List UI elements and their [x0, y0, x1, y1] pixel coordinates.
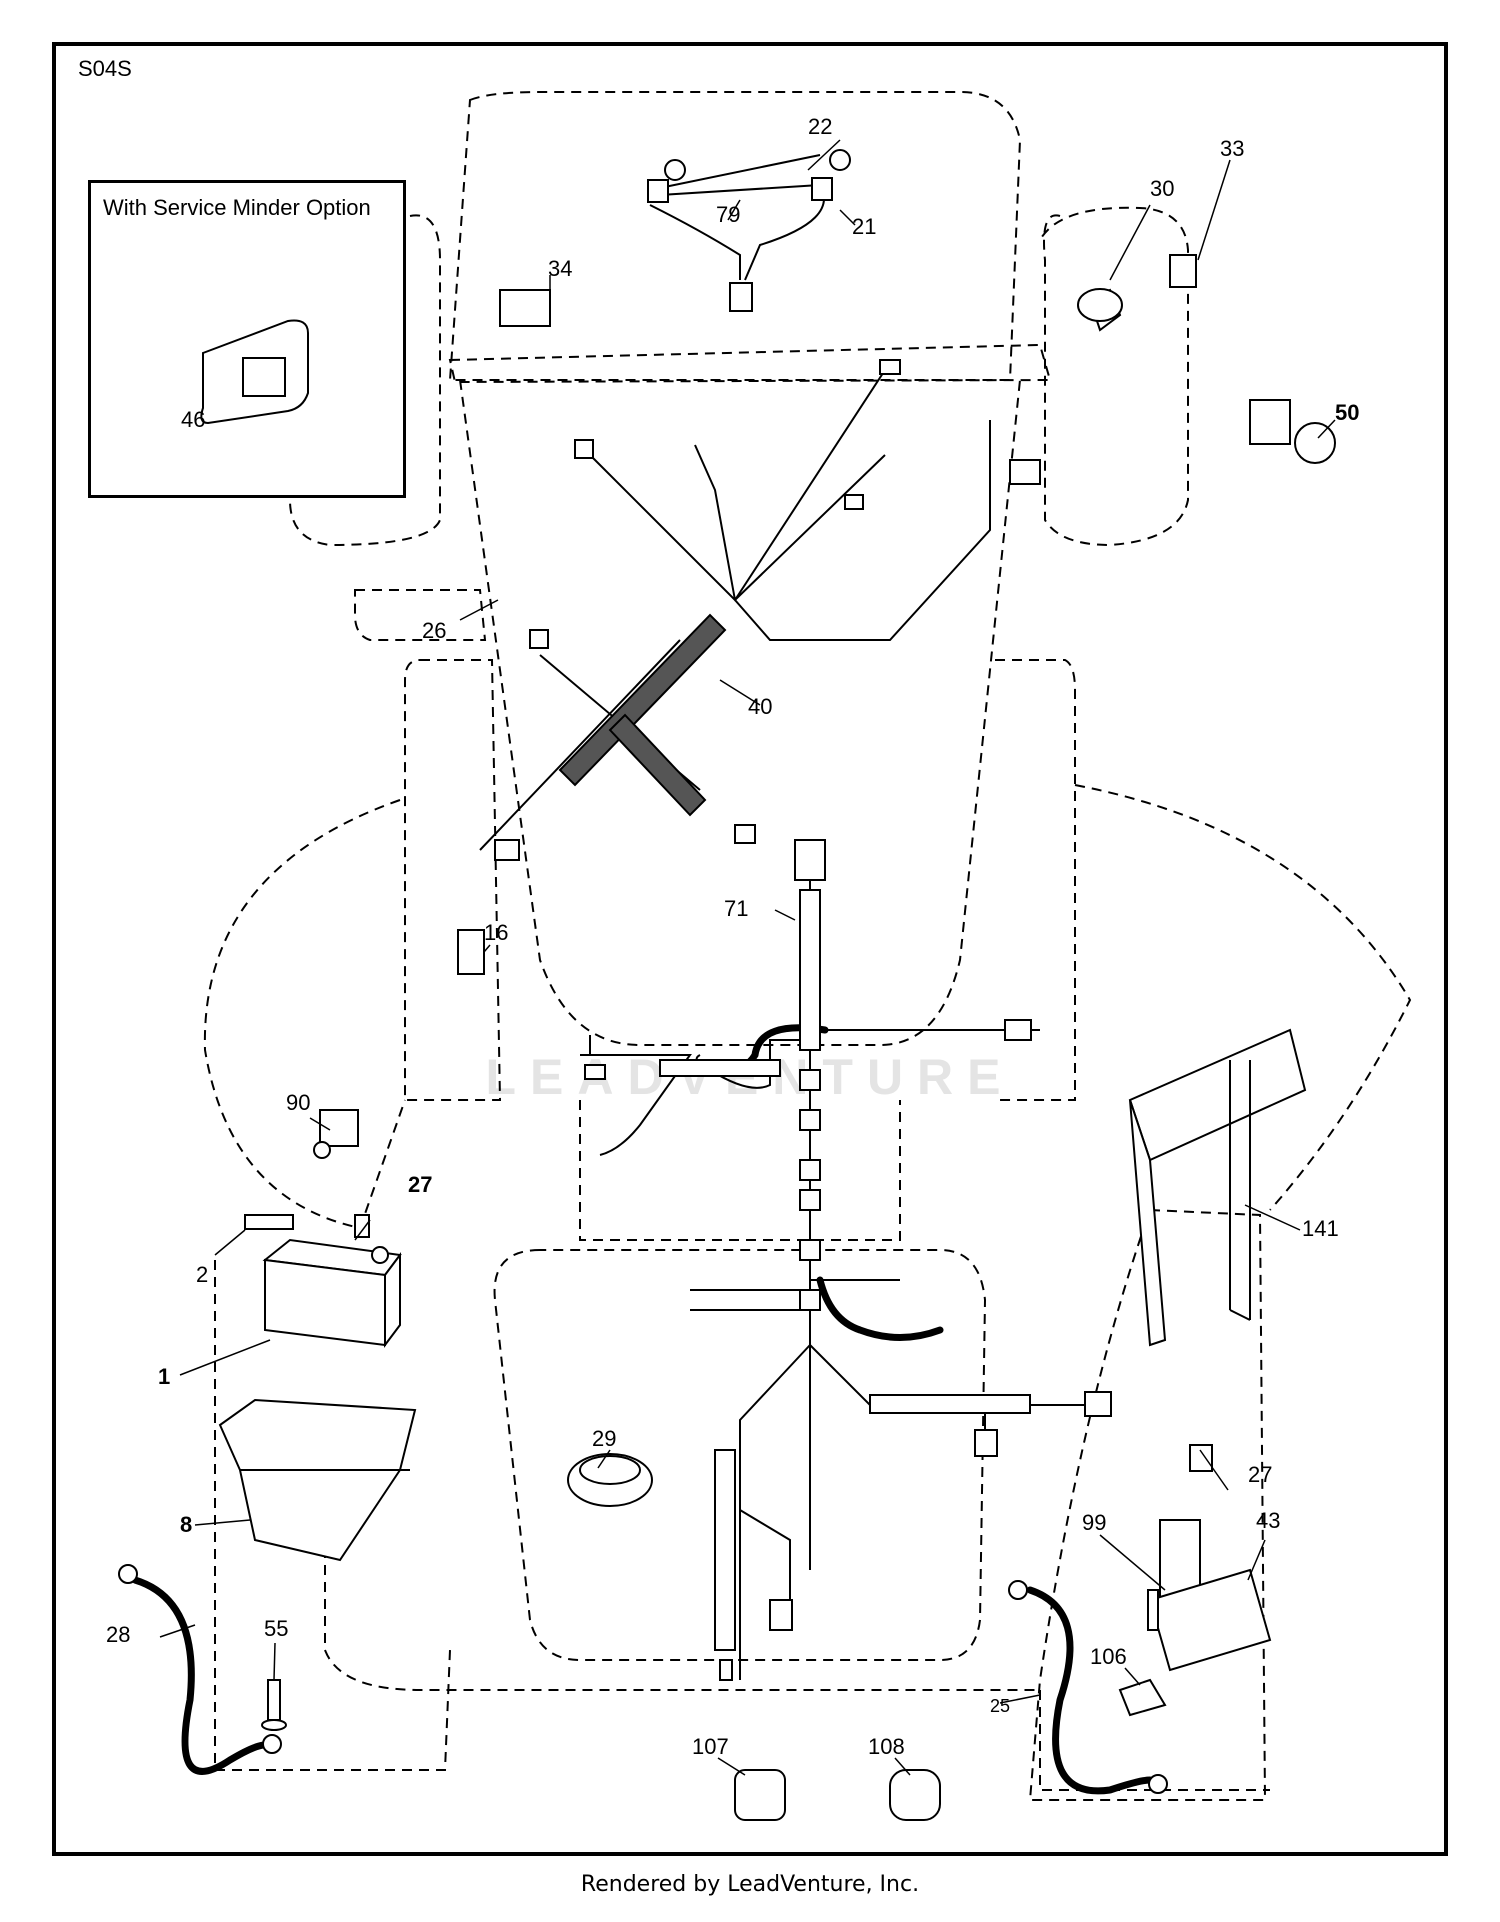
callout-16: 16: [484, 920, 508, 945]
callout-27-battery: 27: [408, 1172, 432, 1197]
callout-25: 25: [990, 1696, 1010, 1716]
callout-108: 108: [868, 1734, 905, 1759]
callout-21: 21: [852, 214, 876, 239]
callout-90: 90: [286, 1090, 310, 1115]
service-minder-icon: 46: [181, 319, 309, 432]
callout-141: 141: [1302, 1216, 1339, 1241]
connectors: [494, 359, 1112, 1681]
callout-43: 43: [1256, 1508, 1280, 1533]
inset-title: With Service Minder Option: [103, 195, 371, 220]
seat-bracket: [1128, 1028, 1307, 1347]
callout-28: 28: [106, 1622, 130, 1647]
callout-2: 2: [196, 1262, 208, 1287]
callout-55: 55: [264, 1616, 288, 1641]
callout-30: 30: [1150, 176, 1174, 201]
callout-1: 1: [158, 1364, 170, 1389]
callout-79: 79: [716, 202, 740, 227]
callout-106: 106: [1090, 1644, 1127, 1669]
callout-107: 107: [692, 1734, 729, 1759]
battery-assembly: [218, 1214, 417, 1562]
callout-26: 26: [422, 618, 446, 643]
footer-credit: Rendered by LeadVenture, Inc.: [580, 1872, 920, 1897]
callout-50: 50: [1335, 400, 1359, 425]
callout-33: 33: [1220, 136, 1244, 161]
callout-29: 29: [592, 1426, 616, 1451]
leader-lines: [159, 139, 1336, 1776]
harness-sleeve: [558, 613, 727, 817]
inset-callout-46: 46: [181, 407, 205, 432]
callout-99: 99: [1082, 1510, 1106, 1535]
service-minder-inset: With Service Minder Option 46: [88, 180, 406, 498]
heavy-cable: [131, 1024, 1154, 1795]
terminals: [118, 1564, 1168, 1794]
misc-parts: [313, 254, 1336, 1821]
callout-22: 22: [808, 114, 832, 139]
drawing-border: [52, 42, 1448, 1856]
callout-27-solenoid: 27: [1248, 1462, 1272, 1487]
callout-labels: 22 79 21 34 30 33 50 46 26 40 71 16 90 2…: [106, 114, 1359, 1759]
headlight-harness: [647, 149, 851, 312]
callout-71: 71: [724, 896, 748, 921]
callout-8: 8: [180, 1512, 192, 1537]
phantom-outlines: [203, 91, 1412, 1801]
diagram-code: S04S: [78, 56, 132, 81]
callout-40: 40: [748, 694, 772, 719]
callout-34: 34: [548, 256, 572, 281]
